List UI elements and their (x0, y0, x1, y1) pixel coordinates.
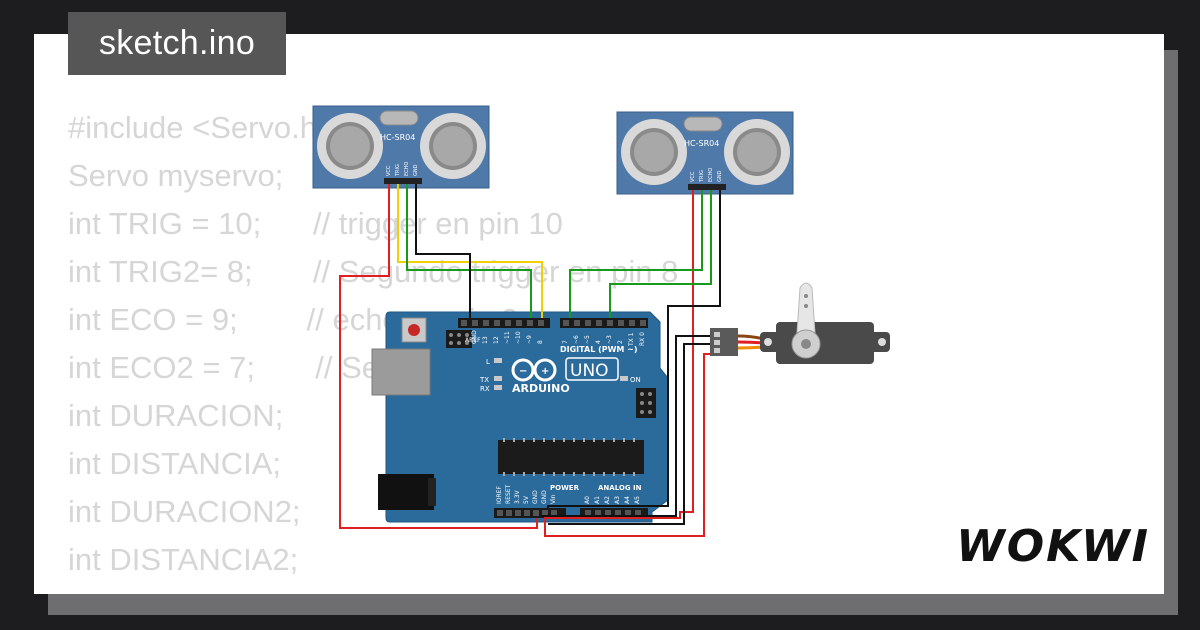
code-line: Servo myservo; (68, 158, 284, 193)
pin-label-ioref: IOREF (496, 486, 503, 504)
pin-label-tx: TX 1 (628, 332, 635, 347)
sensor-1-pin-trig: TRIG (395, 164, 401, 177)
ultrasonic-sensor-1[interactable]: HC-SR04 VCC TRIG ECHO GND (312, 105, 490, 189)
header-top-left-label: AREF (465, 337, 481, 344)
pin-label-a1: A1 (594, 496, 601, 504)
code-line: int DISTANCIA; (68, 446, 282, 481)
pin-label-3: ~3 (606, 335, 613, 344)
wire-sensor2-vcc[interactable] (544, 190, 710, 537)
usb-port (371, 348, 431, 396)
pin-label-10: ~10 (515, 331, 522, 344)
sensor-2-pin-echo: ECHO (708, 168, 714, 182)
wire-servo-gnd[interactable] (541, 335, 710, 517)
code-line: int DISTANCIA2; (68, 542, 299, 577)
wire-servo-power[interactable] (548, 343, 710, 525)
pin-label-a0: A0 (584, 496, 591, 504)
wire-sensor1-gnd[interactable] (415, 184, 471, 318)
sensor-1-pin-gnd: GND (413, 164, 419, 176)
pin-label-rx: RX 0 (639, 332, 646, 346)
pin-label-5v: 5V (523, 495, 530, 504)
sensor-2-model: HC-SR04 (684, 139, 719, 148)
sensor-1-pin-echo: ECHO (404, 162, 410, 176)
uno-model-label: UNO (570, 361, 609, 381)
icsp-header-right (636, 388, 656, 418)
pin-label-9: ~9 (526, 335, 533, 344)
code-line: int TRIG = 10; // trigger en pin 10 (68, 206, 563, 241)
wire-sensor2-echo[interactable] (609, 190, 712, 318)
on-label: ON (630, 376, 641, 384)
wire-sensor2-gnd[interactable] (547, 190, 721, 508)
sensor-1-model: HC-SR04 (380, 133, 415, 142)
pin-label-8: 8 (537, 340, 544, 344)
power-label: POWER (550, 484, 580, 492)
pin-label-4: 4 (595, 340, 602, 344)
pin-label-2: 2 (617, 340, 624, 344)
ultrasonic-sensor-2[interactable]: HC-SR04 VCC TRIG ECHO GND (616, 111, 794, 195)
pin-label-reset: RESET (505, 484, 512, 504)
pin-label-3v3: 3.3V (514, 489, 521, 504)
code-line: int TRIG2= 8; // Segundo trigger en pin … (68, 254, 679, 289)
power-jack (378, 474, 434, 510)
led-rx-label: RX (480, 385, 490, 393)
analog-in-label: ANALOG IN (598, 484, 642, 492)
wire-sensor1-vcc[interactable] (339, 184, 538, 529)
led-l-label: L (486, 358, 490, 366)
pin-label-gnd-2: GND (541, 490, 548, 504)
wire-sensor2-trig[interactable] (569, 190, 703, 318)
pin-label-gnd: GND (471, 330, 478, 344)
pin-label-a2: A2 (604, 496, 611, 504)
servo-motor[interactable] (710, 282, 890, 364)
code-line: int angulo90; (68, 584, 678, 594)
wires (339, 184, 721, 537)
led-tx-label: TX (479, 376, 489, 384)
pin-label-vin: Vin (550, 494, 557, 504)
icsp-header (446, 330, 472, 348)
digital-header-left (458, 318, 550, 328)
pin-label-7: 7 (562, 340, 569, 344)
pin-label-a4: A4 (624, 496, 631, 504)
analog-header (580, 508, 648, 518)
svg-text:−: − (519, 366, 527, 377)
digital-pwm-label: DIGITAL (PWM ~) (560, 345, 638, 354)
sensor-2-pin-gnd: GND (717, 170, 723, 182)
pin-label-13: 13 (482, 336, 489, 344)
arduino-logo-text: ARDUINO (512, 382, 570, 395)
code-line: int DURACION2; (68, 494, 301, 529)
digital-header-right (560, 318, 648, 328)
atmega-chip (498, 440, 644, 474)
arduino-infinity-logo: − + (511, 358, 557, 382)
file-name-tab: sketch.ino (68, 12, 286, 75)
pin-label-12: 12 (493, 336, 500, 344)
pin-label-11: ~11 (504, 331, 511, 344)
code-line: int DURACION; (68, 398, 284, 433)
sensor-1-pin-vcc: VCC (386, 165, 392, 176)
pin-label-a3: A3 (614, 496, 621, 504)
pin-label-6: ~6 (573, 335, 580, 344)
pin-label-gnd-1: GND (532, 490, 539, 504)
pin-label-a5: A5 (634, 496, 641, 504)
pin-label-5: ~5 (584, 335, 591, 344)
code-line: #include <Servo.h> (68, 110, 336, 145)
wokwi-logo: WOKWI (956, 521, 1150, 572)
sensor-2-pin-trig: TRIG (699, 170, 705, 183)
sensor-2-pin-vcc: VCC (690, 171, 696, 182)
svg-text:+: + (541, 366, 549, 377)
arduino-uno-board[interactable]: AREF GND 13 12 ~11 ~10 ~9 8 7 ~6 ~5 4 ~3… (371, 311, 669, 523)
